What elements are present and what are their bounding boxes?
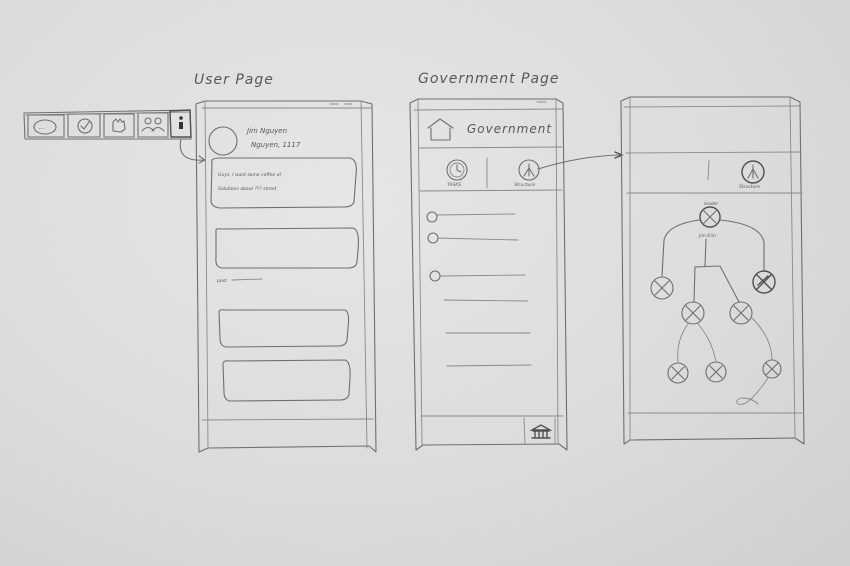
org-tree: leader Jim Kim xyxy=(650,201,782,405)
person-icon[interactable] xyxy=(169,109,192,138)
org-node[interactable] xyxy=(752,270,776,294)
home-icon[interactable] xyxy=(427,118,454,141)
user-page-title: User Page xyxy=(194,72,274,88)
svg-text:...: ... xyxy=(39,124,45,131)
post-text-line2: Solutions about ??? street xyxy=(218,186,277,192)
task-list xyxy=(426,211,532,367)
status-post[interactable]: Guys, I want some coffee at Solutions ab… xyxy=(210,157,357,209)
post-text-line1: Guys, I want some coffee at xyxy=(218,172,281,178)
tab-tasks-label: TASKS xyxy=(447,182,461,188)
org-node[interactable] xyxy=(681,301,705,325)
profile-name: Jim Nguyen xyxy=(245,127,287,135)
chat-icon[interactable]: ... xyxy=(27,114,65,138)
root-sub-label: Jim Kim xyxy=(698,233,717,239)
people-icon[interactable] xyxy=(137,112,169,138)
org-node-root[interactable] xyxy=(699,206,721,228)
check-icon[interactable] xyxy=(67,113,101,138)
hand-icon[interactable] xyxy=(103,113,135,138)
tab-tasks[interactable]: TASKS xyxy=(446,159,468,188)
government-page-title: Government Page xyxy=(418,71,560,87)
feed-label: post xyxy=(216,278,227,284)
government-header: Government xyxy=(467,122,552,136)
government-building-icon[interactable] xyxy=(523,417,556,445)
org-node[interactable] xyxy=(650,276,674,300)
org-node[interactable] xyxy=(705,361,727,383)
org-node[interactable] xyxy=(762,359,782,379)
feed-card[interactable] xyxy=(222,359,351,402)
root-node-label: leader xyxy=(704,201,719,207)
profile-subtitle: Nguyen, 1117 xyxy=(251,141,301,149)
tab-structure-label: Structure xyxy=(514,182,535,188)
user-page-phone xyxy=(195,100,377,453)
list-item[interactable] xyxy=(429,270,441,282)
org-node[interactable] xyxy=(667,362,689,384)
tab-structure-active[interactable]: Structure xyxy=(739,160,765,190)
list-item[interactable] xyxy=(427,232,439,244)
feed-card[interactable] xyxy=(215,227,359,269)
list-item[interactable] xyxy=(426,211,438,223)
tab-structure[interactable]: Structure xyxy=(514,159,540,188)
structure-tab-label: Structure xyxy=(739,184,760,190)
government-page-phone xyxy=(409,98,568,451)
feed-card[interactable] xyxy=(218,309,350,348)
avatar[interactable] xyxy=(208,126,238,156)
structure-page-phone xyxy=(620,96,805,445)
quick-toolbar: ... xyxy=(23,109,192,140)
org-node[interactable] xyxy=(729,301,753,325)
